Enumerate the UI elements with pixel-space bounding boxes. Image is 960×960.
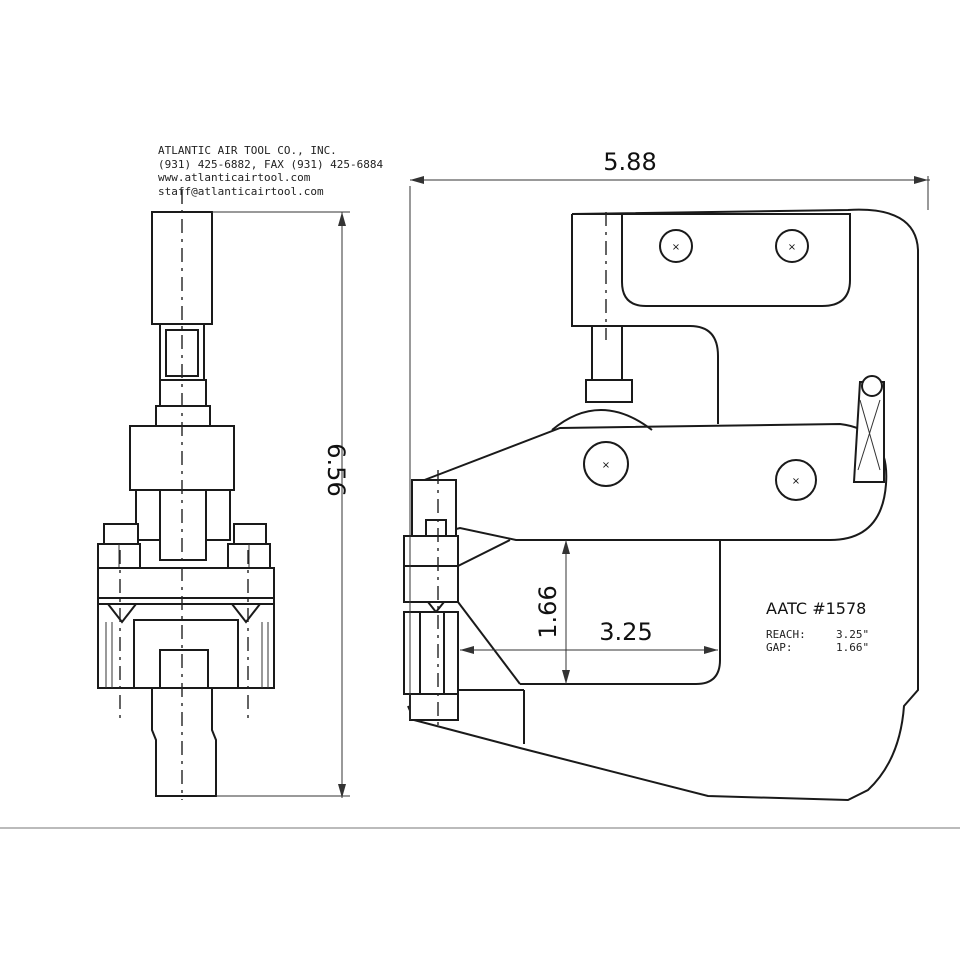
gap-label: GAP: — [766, 641, 793, 654]
company-info: ATLANTIC AIR TOOL CO., INC. (931) 425-68… — [158, 144, 384, 198]
company-name: ATLANTIC AIR TOOL CO., INC. — [158, 144, 337, 157]
gap-value: 1.66" — [836, 641, 869, 654]
svg-text:×: × — [672, 242, 680, 253]
gap-dimension-label: 1.66 — [534, 585, 562, 638]
svg-text:×: × — [602, 460, 610, 471]
width-dimension-label: 5.88 — [603, 148, 656, 176]
company-phone-fax: (931) 425-6882, FAX (931) 425-6884 — [158, 158, 384, 171]
side-view: × × × × — [403, 208, 919, 802]
reach-dimension-label: 3.25 — [599, 618, 652, 646]
svg-text:×: × — [788, 242, 796, 253]
height-dimension: 6.56 — [212, 211, 350, 798]
front-view — [97, 190, 275, 800]
reach-label: REACH: — [766, 628, 806, 641]
company-website: www.atlanticairtool.com — [158, 171, 311, 184]
gap-dimension: 1.66 — [534, 540, 570, 684]
reach-dimension: 3.25 — [460, 618, 718, 654]
svg-text:×: × — [792, 476, 800, 487]
model-number: AATC #1578 — [766, 599, 866, 618]
company-email: staff@atlanticairtool.com — [158, 185, 324, 198]
spec-block: AATC #1578 REACH: 3.25" GAP: 1.66" — [766, 599, 869, 654]
width-dimension: 5.88 — [409, 148, 930, 720]
height-dimension-label: 6.56 — [322, 443, 350, 496]
reach-value: 3.25" — [836, 628, 869, 641]
